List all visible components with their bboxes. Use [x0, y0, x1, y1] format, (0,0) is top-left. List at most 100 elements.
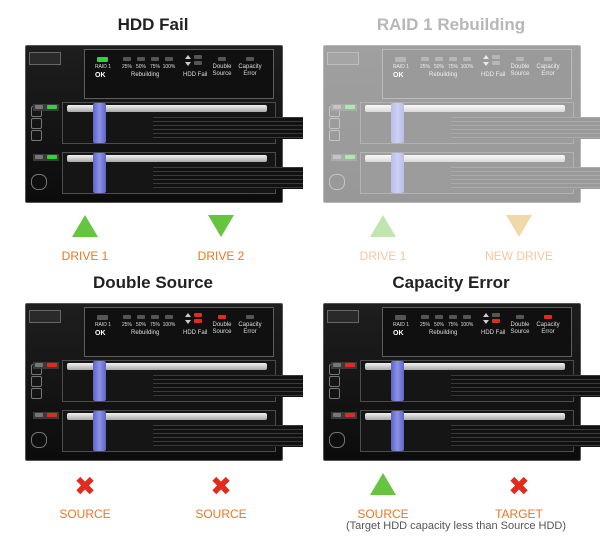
- side-button[interactable]: [329, 376, 340, 387]
- bay-led-light-secondary: [35, 105, 43, 109]
- eject-slot: [29, 52, 61, 65]
- capacity-label: Capacity: [536, 322, 560, 328]
- tray-latch[interactable]: [391, 361, 404, 401]
- double-label: Double: [510, 322, 530, 328]
- side-button[interactable]: [329, 106, 340, 117]
- side-button[interactable]: [329, 130, 340, 141]
- bay-led-light: [345, 413, 355, 417]
- power-button[interactable]: [329, 174, 345, 190]
- power-button[interactable]: [31, 174, 47, 190]
- rebuild-pct-label: 25%: [419, 64, 430, 70]
- double-source-led: [218, 315, 226, 319]
- bay-led-light-secondary: [35, 155, 43, 159]
- tray-handle[interactable]: [67, 413, 267, 420]
- side-button[interactable]: [329, 118, 340, 129]
- tray-handle[interactable]: [365, 105, 565, 112]
- rebuild-pct-label: 75%: [447, 322, 458, 328]
- panel-title: Capacity Error: [392, 273, 510, 292]
- rebuild-pct-label: 100%: [460, 322, 474, 328]
- hdd-fail-bottom-led: [194, 61, 202, 65]
- indicator-2: [499, 215, 539, 243]
- tray-handle[interactable]: [365, 155, 565, 162]
- hdd-fail-bottom-led: [492, 319, 500, 323]
- drive-tray-1[interactable]: [33, 360, 303, 402]
- tray-latch[interactable]: [391, 103, 404, 143]
- ok-label: OK: [393, 330, 404, 337]
- hdd-fail-label: HDD Fail: [183, 72, 208, 78]
- tray-latch[interactable]: [391, 153, 404, 193]
- side-button[interactable]: [31, 130, 42, 141]
- arrow-up-icon: [370, 473, 396, 495]
- raid1-label: RAID 1: [392, 322, 410, 328]
- drive-tray-1[interactable]: [331, 360, 600, 402]
- hdd-fail-up-arrow-icon: [483, 313, 489, 317]
- ok-led: [395, 57, 406, 62]
- tray-handle[interactable]: [67, 363, 267, 370]
- panel-title: Double Source: [93, 273, 213, 292]
- bay-led-light-secondary: [333, 363, 341, 367]
- indicator-label-1: SOURCE: [59, 507, 111, 521]
- capacity-note: (Target HDD capacity less than Source HD…: [345, 520, 567, 532]
- tray-latch[interactable]: [93, 103, 106, 143]
- tray-latch[interactable]: [93, 361, 106, 401]
- rebuild-led-100: [165, 57, 173, 61]
- drive-tray-2[interactable]: [33, 152, 303, 194]
- drive-tray-1[interactable]: [33, 102, 303, 144]
- bay-led-2: [33, 154, 59, 161]
- indicator-label-1: DRIVE 1: [359, 249, 407, 263]
- tray-grille: [153, 117, 303, 139]
- indicator-2: ✖: [499, 473, 539, 501]
- hdd-fail-top-led: [194, 55, 202, 59]
- bay-led-light-secondary: [35, 363, 43, 367]
- rebuild-led-25: [123, 57, 131, 61]
- source-label: Source: [510, 71, 530, 77]
- drive-tray-2[interactable]: [331, 410, 600, 452]
- bay-led-1: [33, 104, 59, 111]
- rebuild-pct-label: 50%: [135, 64, 146, 70]
- bay-led-light: [47, 105, 57, 109]
- indicator-2: [201, 215, 241, 243]
- bay-led-2: [33, 412, 59, 419]
- power-button[interactable]: [31, 432, 47, 448]
- eject-slot: [29, 310, 61, 323]
- bay-led-light: [47, 413, 57, 417]
- hdd-fail-top-led: [194, 313, 202, 317]
- tray-grille: [451, 117, 600, 139]
- tray-handle[interactable]: [67, 105, 267, 112]
- rebuild-pct-label: 50%: [135, 322, 146, 328]
- rebuild-led-25: [421, 57, 429, 61]
- rebuild-led-25: [123, 315, 131, 319]
- drive-tray-2[interactable]: [331, 152, 600, 194]
- bay-led-light: [345, 155, 355, 159]
- double-source-led: [516, 57, 524, 61]
- tray-handle[interactable]: [67, 155, 267, 162]
- tray-handle[interactable]: [365, 413, 565, 420]
- rebuild-led-100: [463, 315, 471, 319]
- tray-latch[interactable]: [93, 411, 106, 451]
- tray-latch[interactable]: [391, 411, 404, 451]
- rebuild-pct-label: 25%: [121, 322, 132, 328]
- bay-led-light: [345, 105, 355, 109]
- source-label: Source: [212, 71, 232, 77]
- rebuild-led-75: [449, 315, 457, 319]
- tray-handle[interactable]: [365, 363, 565, 370]
- tray-grille: [451, 425, 600, 447]
- tray-latch[interactable]: [93, 153, 106, 193]
- side-button[interactable]: [31, 388, 42, 399]
- drive-tray-2[interactable]: [33, 410, 303, 452]
- rebuild-pct-label: 100%: [162, 64, 176, 70]
- power-button[interactable]: [329, 432, 345, 448]
- side-button[interactable]: [31, 118, 42, 129]
- bay-led-1: [331, 104, 357, 111]
- side-button[interactable]: [31, 376, 42, 387]
- hdd-fail-up-arrow-icon: [483, 55, 489, 59]
- drive-tray-1[interactable]: [331, 102, 600, 144]
- side-button[interactable]: [329, 388, 340, 399]
